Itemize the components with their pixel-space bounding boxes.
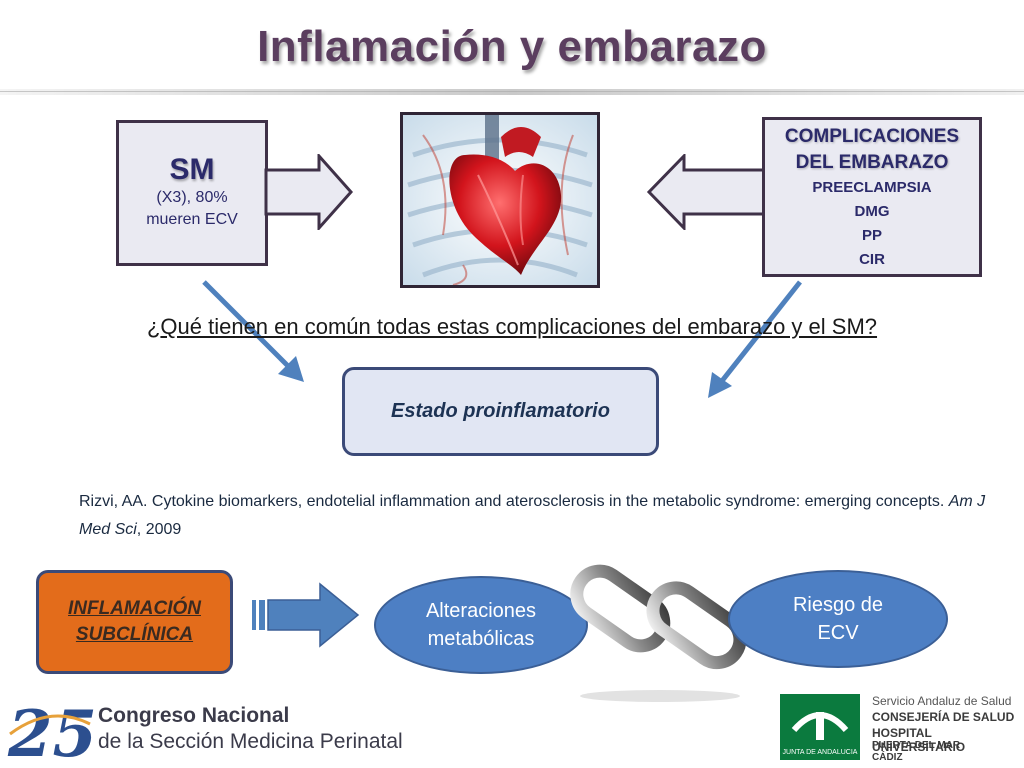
complication-item: CIR [859, 251, 885, 268]
logo-number: 25 [7, 697, 96, 766]
alteraciones-line2: metabólicas [427, 628, 535, 650]
sm-subtitle: (X3), 80% mueren ECV [146, 189, 238, 228]
striped-right-arrow-icon [252, 582, 360, 648]
complications-title-line2: DEL EMBARAZO [795, 152, 949, 173]
question-lead: ¿ [146, 314, 161, 339]
sas-line4: PUERTA DEL MAR [872, 740, 961, 751]
diagonal-arrow-left-icon [202, 280, 304, 382]
title-divider [0, 89, 1024, 95]
sm-title: SM [169, 153, 215, 186]
inflamacion-subclinica-box: INFLAMACIÓN SUBCLÍNICA [36, 570, 233, 674]
complications-box: COMPLICACIONES DEL EMBARAZO PREECLAMPSIA… [762, 117, 982, 277]
chain-link-icon [570, 564, 747, 702]
alteraciones-line1: Alteraciones [425, 600, 537, 622]
sas-line2: CONSEJERÍA DE SALUD [872, 710, 1015, 724]
congreso-line1: Congreso Nacional [98, 704, 290, 727]
sas-line5: CÁDIZ [872, 752, 903, 763]
sas-line1: Servicio Andaluz de Salud [872, 694, 1012, 708]
estado-label: Estado proinflamatorio [391, 400, 610, 422]
sas-line3: HOSPITAL UNIVERSITARIO [872, 726, 966, 754]
alteraciones-metabolicas-ellipse: Alteraciones metabólicas [374, 576, 588, 674]
riesgo-line1: Riesgo de [792, 594, 884, 616]
riesgo-line2: ECV [817, 622, 859, 644]
diagonal-arrow-right-icon [708, 280, 802, 398]
complication-item: DMG [854, 203, 890, 220]
complication-item: PP [861, 227, 882, 244]
reference-year: , 2009 [136, 521, 182, 538]
estado-proinflamatorio-box: Estado proinflamatorio [342, 367, 659, 456]
reference-citation: Rizvi, AA. Cytokine biomarkers, endoteli… [79, 488, 999, 544]
inflamacion-line1: INFLAMACIÓN [68, 598, 201, 619]
complications-title-line1: COMPLICACIONES [784, 126, 960, 147]
junta-text: JUNTA DE ANDALUCIA [783, 749, 858, 756]
riesgo-ecv-ellipse: Riesgo de ECV [728, 570, 948, 668]
slide-title: Inflamación y embarazo [257, 22, 767, 71]
reference-text: Rizvi, AA. Cytokine biomarkers, endoteli… [79, 493, 949, 510]
question-text: ¿Qué tienen en común todas estas complic… [0, 314, 1024, 340]
question-body: Qué tienen en común todas estas complica… [160, 314, 878, 339]
congreso-line2: de la Sección Medicina Perinatal [98, 730, 403, 753]
inflamacion-line2: SUBCLÍNICA [75, 624, 194, 645]
heart-illustration [400, 112, 600, 288]
heart-icon [403, 115, 597, 285]
complication-item: PREECLAMPSIA [812, 179, 932, 196]
sm-box: SM (X3), 80% mueren ECV [116, 120, 268, 266]
junta-andalucia-logo: JUNTA DE ANDALUCIA [780, 694, 860, 760]
left-hollow-arrow-icon [646, 154, 766, 230]
reference-journal: Am J Med Sci [79, 493, 986, 538]
right-hollow-arrow-icon [264, 154, 354, 230]
congreso-25-logo: 25 [7, 697, 96, 766]
